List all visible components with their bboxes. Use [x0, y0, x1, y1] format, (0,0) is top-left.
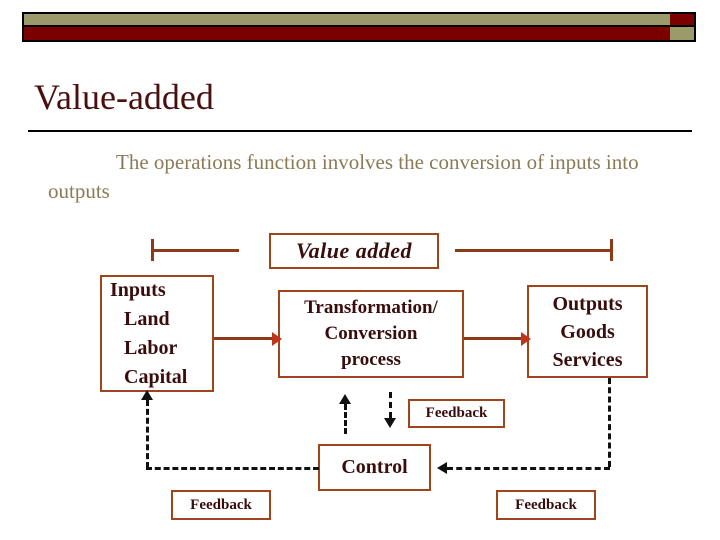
outputs-to-right-loop-dashed-line — [608, 378, 611, 467]
body-paragraph: The operations function involves the con… — [48, 150, 639, 203]
feedback-left-box: Feedback — [171, 490, 271, 520]
value-added-right-tick — [610, 239, 613, 261]
transformation-line-3: process — [341, 349, 401, 370]
header-bar-olive-endcap — [670, 27, 696, 42]
feedback-middle-label: Feedback — [425, 405, 488, 421]
page-title: Value-added — [34, 77, 214, 117]
header-bar-maroon-endcap — [670, 12, 696, 27]
transformation-to-outputs-arrowhead — [521, 332, 531, 346]
control-to-left-dashed-line — [146, 467, 319, 470]
outputs-line-2: Goods — [560, 320, 615, 343]
right-loop-horizontal-dashed-line — [447, 467, 610, 470]
value-added-right-line — [455, 249, 613, 252]
right-loop-arrowhead-into-control — [437, 462, 447, 474]
control-label: Control — [341, 456, 408, 478]
title-underline-rule — [28, 130, 692, 132]
feedback-right-box: Feedback — [496, 490, 596, 520]
transformation-to-feedback-dashed-line — [389, 392, 392, 418]
inputs-line-1: Inputs — [110, 278, 166, 301]
inputs-line-3: Labor — [124, 336, 178, 359]
decorative-header-bar — [22, 12, 710, 42]
inputs-box: Inputs Land Labor Capital — [100, 275, 214, 392]
feedback-left-label: Feedback — [190, 496, 252, 513]
feedback-middle-box: Feedback — [408, 399, 505, 428]
header-bar-maroon-segment — [22, 27, 670, 42]
inputs-to-transformation-line — [214, 337, 280, 340]
outputs-line-1: Outputs — [552, 292, 623, 315]
transformation-to-feedback-arrowhead — [384, 418, 396, 428]
transformation-line-1: Transformation/ — [304, 297, 438, 318]
feedback-right-label: Feedback — [515, 496, 577, 513]
inputs-line-2: Land — [124, 307, 170, 330]
control-to-transformation-dashed-line — [344, 404, 347, 434]
transformation-line-2: Conversion — [324, 323, 418, 344]
outputs-line-3: Services — [552, 348, 623, 371]
value-added-left-line — [151, 249, 239, 252]
control-box: Control — [318, 444, 431, 491]
left-loop-arrowhead-into-inputs — [141, 390, 153, 400]
transformation-to-outputs-line — [464, 337, 529, 340]
value-added-label-box: Value added — [269, 233, 439, 269]
inputs-to-transformation-arrowhead — [272, 332, 282, 346]
inputs-line-4: Capital — [124, 365, 188, 388]
value-added-label: Value added — [295, 238, 413, 263]
header-bar-olive-segment — [22, 12, 670, 27]
left-loop-vertical-dashed-line — [146, 400, 149, 468]
transformation-process-box: Transformation/ Conversion process — [278, 290, 464, 378]
outputs-box: Outputs Goods Services — [527, 285, 648, 378]
control-to-transformation-arrowhead — [339, 394, 351, 404]
